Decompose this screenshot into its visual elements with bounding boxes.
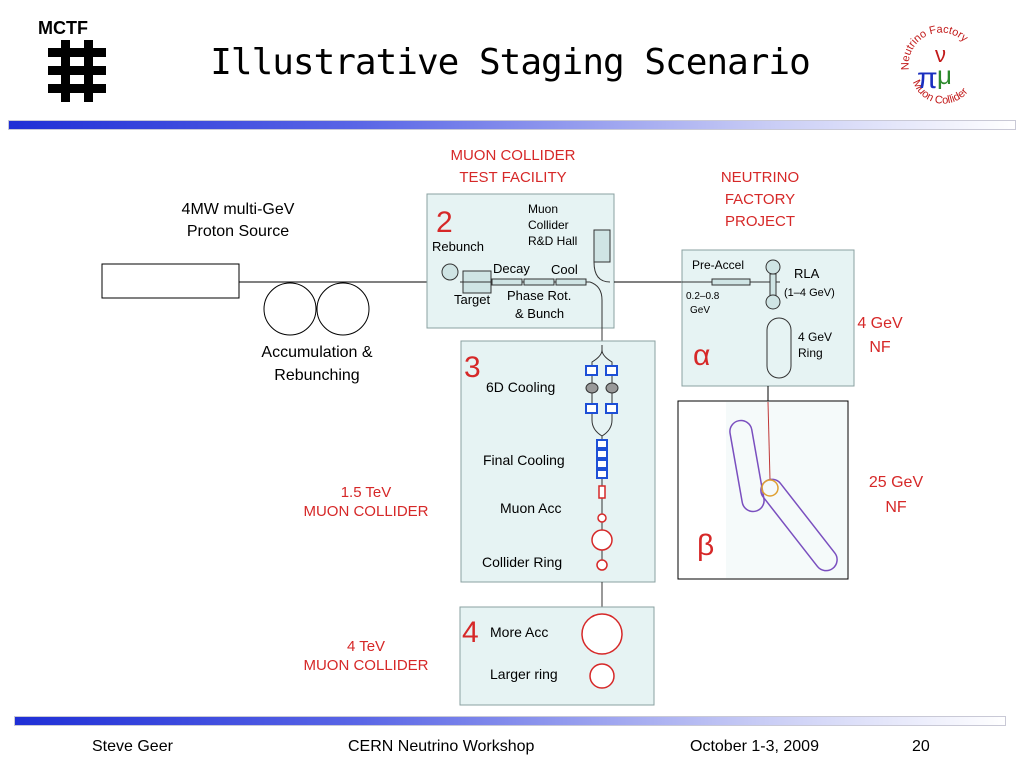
accelerator-icon [598,485,606,499]
decay-channel-icon [491,278,523,286]
org-label: MCTF [38,18,88,38]
logo-pi: π [917,62,938,95]
nf25-rla-icon [761,479,779,497]
final-cooling-magnet-icon [596,459,608,469]
rebunch-ring-icon [441,263,459,281]
larger-ring-label: Larger ring [490,666,558,682]
logo-mu: μ [937,60,952,90]
accelerator-ring-icon [597,513,607,523]
proton-source-line2: Proton Source [187,223,289,240]
more-acc-label: More Acc [490,624,548,640]
accumulation-line2: Rebunching [274,367,359,384]
magnet-icon [585,403,598,414]
hall-line2: Collider [528,218,569,232]
cooling-channel-icon [555,278,587,286]
nf25-line2: NF [885,499,907,516]
rla-label: RLA [794,266,820,281]
alpha-label: α [693,339,710,372]
mc4-line2: MUON COLLIDER [303,657,428,674]
rd-hall-icon [593,229,611,263]
stage2-box [426,193,615,329]
page-number: 20 [912,738,930,755]
beta-label: β [697,529,714,562]
absorber-icon [585,382,599,394]
magnet-icon [605,365,618,376]
phase-rot-line2: & Bunch [515,306,564,321]
rla-energy: (1–4 GeV) [784,287,835,299]
target-label: Target [454,292,491,307]
nf-title-line3: PROJECT [725,213,795,230]
nf25-line1: 25 GeV [869,474,924,491]
footer-divider [14,716,1006,726]
collider-ring-icon [591,529,613,551]
magnet-icon [605,403,618,414]
magnet-icon [585,365,598,376]
cool-label: Cool [551,262,578,277]
test-facility-title-line2: TEST FACILITY [459,169,566,186]
nf25-transfer-line [767,401,771,481]
footer-date: October 1-3, 2009 [690,738,819,755]
transfer-line [589,281,603,345]
rla-linac-icon [769,273,777,299]
nf4-line2: NF [869,339,891,356]
hall-line3: R&D Hall [528,234,577,248]
stage3-number: 3 [464,351,481,384]
energy-range-line1: 0.2–0.8 [686,291,720,302]
pre-accelerator-icon [711,278,751,286]
rla-arc-bottom [765,294,781,310]
energy-range-line2: GeV [690,305,710,316]
rebunch-label: Rebunch [432,239,484,254]
final-cooling-label: Final Cooling [483,452,565,468]
final-cooling-magnet-icon [596,469,608,479]
footer-event: CERN Neutrino Workshop [348,738,535,755]
accumulation-line1: Accumulation & [261,344,372,361]
six-d-cooling-label: 6D Cooling [486,379,555,395]
pre-accel-label: Pre-Accel [692,258,744,272]
decay-ring-4gev [766,317,792,379]
proton-source-box [101,263,240,299]
muon-acc-label: Muon Acc [500,500,561,516]
slide-title: Illustrative Staging Scenario [210,42,811,83]
larger-ring-icon [589,663,615,689]
mc4-line1: 4 TeV [347,638,385,655]
nf-title-line1: NEUTRINO [721,169,799,186]
small-ring-icon [596,559,608,571]
mc15-line1: 1.5 TeV [341,484,392,501]
logo-nu: ν [935,42,946,67]
header-divider [8,120,1016,130]
fermilab-logo-icon [48,40,106,102]
footer-author: Steve Geer [92,738,173,755]
phase-rotation-icon [523,278,555,286]
nf-mc-logo: Neutrino Factory Muon Collider π μ ν [900,24,971,107]
nf-title-line2: FACTORY [725,191,795,208]
hall-line1: Muon [528,202,558,216]
absorber-icon [605,382,619,394]
stage4-number: 4 [462,616,479,649]
nf4-line1: 4 GeV [857,315,903,332]
accumulator-ring [263,282,317,336]
stage4-box [459,606,655,706]
decay-label: Decay [493,261,530,276]
ring-line2: Ring [798,346,823,360]
final-cooling-magnet-icon [596,439,608,449]
rla-arc-top [765,259,781,275]
test-facility-title-line1: MUON COLLIDER [450,147,575,164]
collider-ring-label: Collider Ring [482,554,562,570]
more-acc-ring-icon [581,613,623,655]
stage3-box [460,340,656,583]
ring-line1: 4 GeV [798,330,832,344]
ring-section-left [729,419,765,513]
phase-rot-line1: Phase Rot. [507,288,571,303]
stage2-number: 2 [436,206,453,239]
proton-source-line1: 4MW multi-GeV [182,201,295,218]
final-cooling-magnet-icon [596,449,608,459]
rebuncher-ring [316,282,370,336]
mc15-line2: MUON COLLIDER [303,503,428,520]
